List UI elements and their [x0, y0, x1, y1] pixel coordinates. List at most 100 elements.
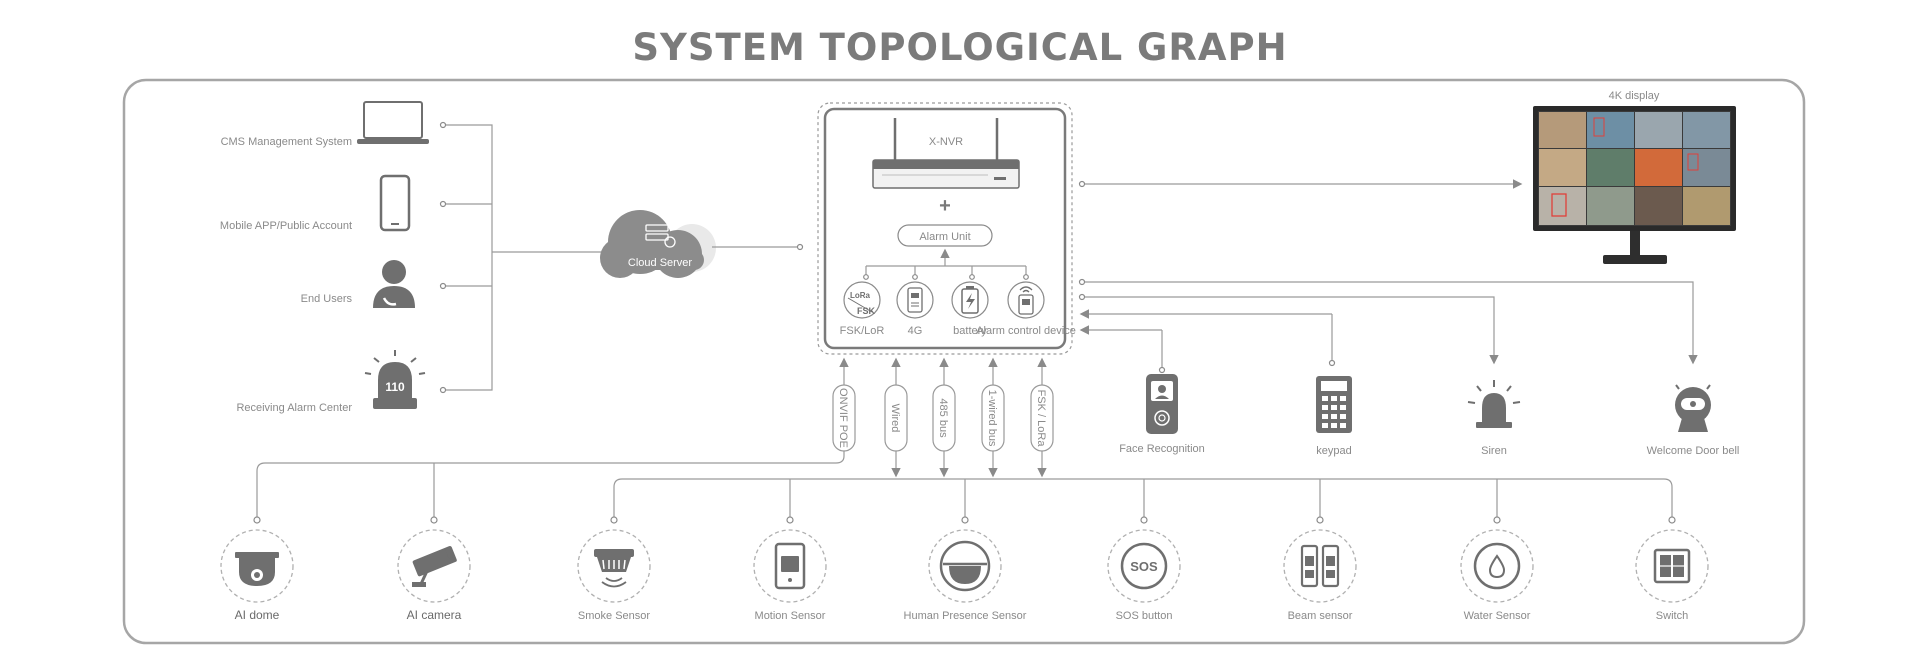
nvr-unit: X-NVR + Alarm Unit LoRa FSK: [817, 102, 1076, 355]
client-label: Mobile APP/Public Account: [220, 220, 352, 232]
module-label: FSK/LoR: [840, 325, 885, 337]
smoke-sensor-icon: [594, 549, 634, 588]
sensor-sos: SOS SOS button: [1107, 516, 1181, 622]
sensor-motion: Motion Sensor: [753, 516, 827, 622]
alarm-center-icon: 110: [364, 350, 426, 409]
sensor-label: Switch: [1656, 610, 1688, 622]
presence-sensor-icon: [939, 540, 991, 592]
bullet-camera-icon: [412, 546, 457, 587]
client-users: End Users: [301, 260, 415, 308]
sensor-presence: Human Presence Sensor: [904, 516, 1027, 622]
keypad-key: [1340, 396, 1346, 401]
bus-label: Wired: [889, 404, 901, 433]
sensor-label: Human Presence Sensor: [904, 610, 1027, 622]
keypad-key: [1322, 423, 1328, 428]
sensor-label: Smoke Sensor: [578, 610, 650, 622]
left-clients: CMS Management System Mobile APP/Public …: [220, 101, 615, 414]
smartphone-icon: [379, 174, 411, 232]
device-face-recognition: Face Recognition: [1119, 374, 1205, 455]
client-mobile: Mobile APP/Public Account: [220, 174, 411, 232]
alarm-unit: Alarm Unit: [897, 224, 993, 247]
module-battery: battery: [951, 281, 989, 337]
client-alarm-center: Receiving Alarm Center 110: [236, 350, 426, 414]
display: 4K display: [1078, 90, 1736, 264]
alarm-unit-label: Alarm Unit: [919, 231, 970, 243]
module-tree: [863, 248, 1029, 280]
module-label: Alarm control device: [976, 325, 1076, 337]
lora-icon-text: LoRa: [850, 291, 871, 300]
dome-camera-icon: [235, 552, 279, 586]
device-keypad: keypad: [1316, 376, 1352, 457]
keypad-key: [1331, 405, 1337, 410]
keypad-key: [1331, 396, 1337, 401]
bus-links: ONVIF POE Wired 485 bus 1-wired bus FSK …: [256, 357, 1673, 518]
user-icon: [373, 260, 415, 308]
sensor-water: Water Sensor: [1460, 516, 1534, 622]
keypad-key: [1340, 423, 1346, 428]
module-lora-fsk: LoRa FSK FSK/LoR: [840, 281, 885, 337]
client-connectors: [439, 121, 615, 394]
sensor-switch: Switch: [1635, 516, 1709, 622]
sensor-label: Beam sensor: [1288, 610, 1353, 622]
page-title: SYSTEM TOPOLOGICAL GRAPH: [632, 26, 1287, 69]
cloud-server-label: Cloud Server: [628, 257, 693, 269]
device-label: Face Recognition: [1119, 443, 1205, 455]
device-label: keypad: [1316, 445, 1351, 457]
nvr-label: X-NVR: [929, 136, 963, 148]
sensor-ai-camera: AI camera: [397, 516, 471, 622]
module-4g: 4G: [896, 281, 934, 337]
plus-sign: +: [939, 195, 951, 217]
device-doorbell: Welcome Door bell: [1647, 384, 1739, 457]
4g-module-icon: [907, 287, 923, 313]
doorbell-icon: [1675, 384, 1711, 432]
keypad-key: [1322, 405, 1328, 410]
bus-label: 1-wired bus: [986, 390, 998, 447]
module-label: battery: [953, 325, 987, 337]
keypad-key: [1322, 414, 1328, 419]
cloud-server: Cloud Server: [600, 210, 804, 278]
laptop-icon: [357, 101, 429, 144]
beam-sensor-icon: [1300, 544, 1340, 588]
switch-icon: [1653, 548, 1691, 584]
lora-fsk-icon: LoRa FSK: [847, 291, 876, 316]
sensor-label: Motion Sensor: [755, 610, 826, 622]
keypad-key: [1331, 414, 1337, 419]
keypad-key: [1322, 396, 1328, 401]
face-recognition-icon: [1146, 374, 1178, 434]
sos-button-icon: SOS: [1120, 542, 1168, 590]
sensor-label: AI dome: [235, 608, 280, 622]
sensor-smoke: Smoke Sensor: [577, 516, 651, 622]
fsk-icon-text: FSK: [857, 306, 876, 316]
keypad-key: [1331, 423, 1337, 428]
motion-sensor-icon: [774, 542, 806, 590]
client-label: CMS Management System: [221, 136, 352, 148]
module-alarm-control: Alarm control device: [976, 281, 1076, 337]
siren-icon: [1467, 380, 1521, 428]
monitor-icon: [1533, 106, 1736, 264]
alarm-control-icon: [1018, 286, 1034, 315]
sensor-beam: Beam sensor: [1283, 516, 1357, 622]
client-cms: CMS Management System: [221, 101, 429, 148]
battery-icon: [961, 286, 979, 314]
diagram-frame: [122, 78, 1806, 645]
cloud-server-icon: [600, 210, 716, 278]
keypad-key: [1340, 414, 1346, 419]
bus-label: 485 bus: [937, 398, 949, 438]
right-device-links: [1078, 278, 1698, 374]
device-label: Siren: [1481, 445, 1507, 457]
right-devices: Face Recognition keypad Siren: [1119, 374, 1739, 457]
client-label: Receiving Alarm Center: [236, 402, 352, 414]
sensors-row: AI dome AI camera: [220, 516, 1709, 622]
water-sensor-icon: [1473, 542, 1521, 590]
client-label: End Users: [301, 293, 353, 305]
device-siren: Siren: [1467, 380, 1521, 457]
sos-icon-text: SOS: [1130, 559, 1158, 574]
module-label: 4G: [908, 325, 923, 337]
sensor-label: Water Sensor: [1464, 610, 1531, 622]
bus-label: ONVIF POE: [837, 388, 849, 448]
display-label: 4K display: [1609, 90, 1660, 102]
alarm-center-number: 110: [385, 380, 405, 394]
keypad-keys: [1322, 396, 1346, 428]
bus-label: FSK / LoRa: [1035, 390, 1047, 448]
nvr-recorder-icon: [872, 118, 1020, 189]
